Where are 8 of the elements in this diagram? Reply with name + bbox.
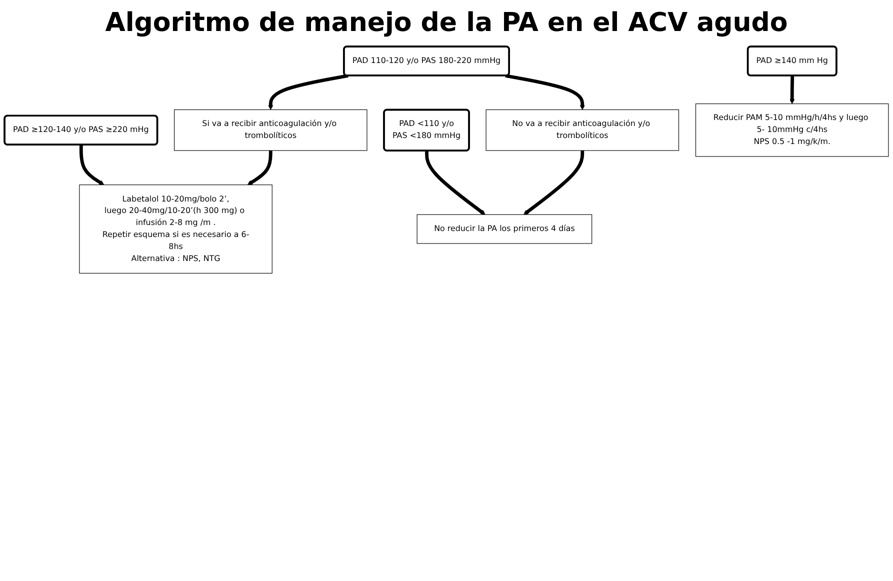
- arrow: [524, 150, 584, 215]
- arrow: [505, 74, 585, 110]
- arrow: [79, 144, 104, 186]
- diagram-title: Algoritmo de manejo de la PA en el ACV agudo: [104, 8, 789, 38]
- arrow: [425, 150, 486, 215]
- arrow: [247, 150, 272, 186]
- arrow: [268, 74, 348, 110]
- arrow: [790, 76, 795, 104]
